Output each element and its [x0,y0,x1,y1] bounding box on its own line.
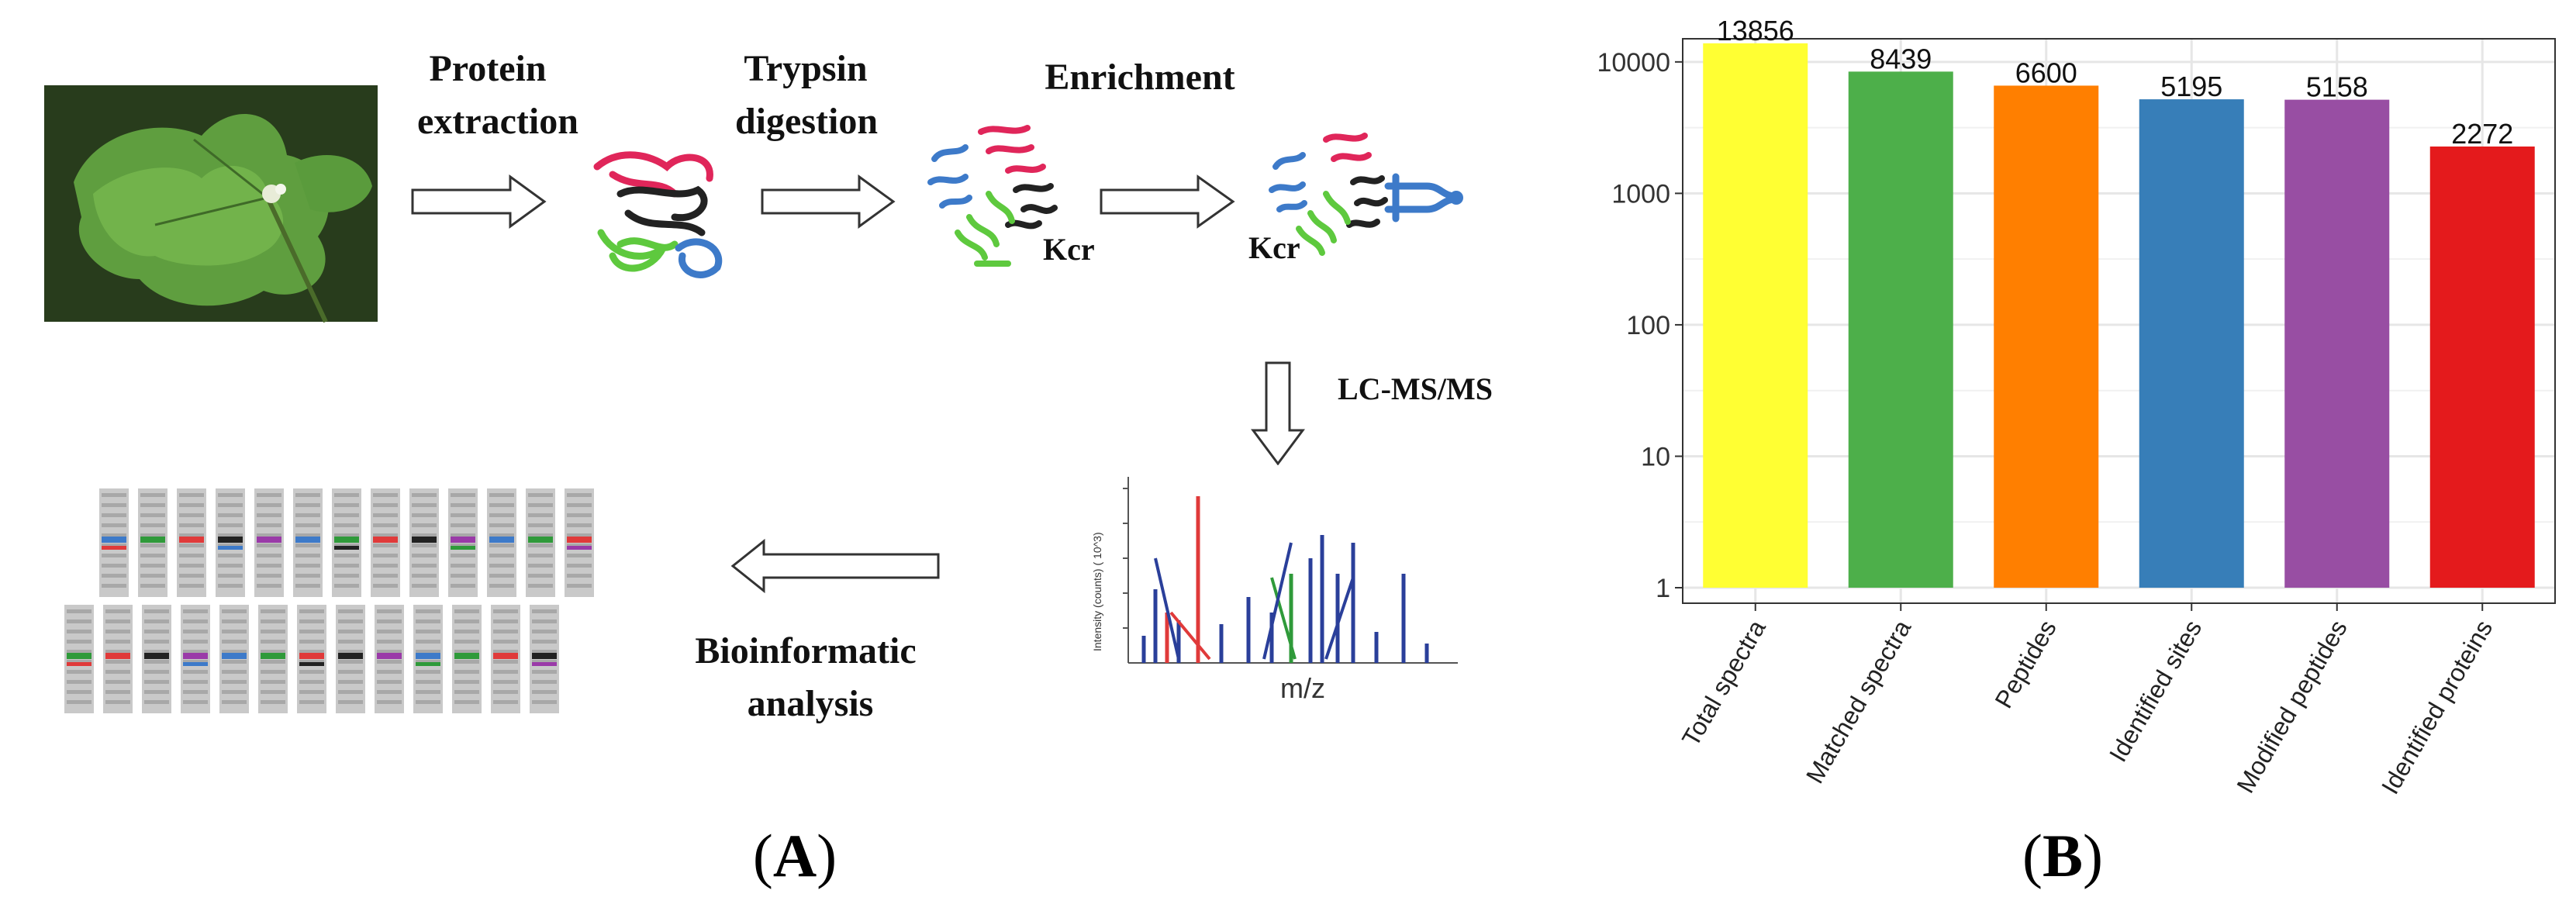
chart-gridlines [1683,39,2555,603]
x-tick-label: Identified proteins [2376,616,2498,799]
bar [2139,99,2244,588]
bar-value-label: 13856 [1717,15,1794,47]
motif-logo [452,605,482,713]
y-tick-label: 100 [1626,311,1670,340]
bar-value-label: 6600 [2015,57,2077,88]
motif-logo [332,488,361,597]
x-tick-label: Total spectra [1676,615,1771,751]
motif-logo [138,488,167,597]
step-bioinformatic: Bioinformatic analysis [695,630,925,724]
arrow-right-icon [761,174,896,229]
motif-logos [64,488,594,713]
motif-logo [181,605,210,713]
ms-ylabel: Intensity (counts) ( 10^3) [1091,532,1103,651]
motif-logo [491,605,520,713]
arrow-down-icon [1251,361,1305,466]
motif-logo [216,488,245,597]
motif-logo [409,488,439,597]
arrow-right-icon [1100,174,1235,229]
workflow-panel: Protein extraction Trypsin digestion [44,48,1493,889]
x-tick-label: Modified peptides [2231,616,2353,798]
panel-label-b: (B) [2022,822,2103,889]
bar [2429,146,2535,588]
bar [1703,43,1808,588]
motif-logo [375,605,404,713]
motif-logo [565,488,594,597]
ms-xlabel: m/z [1280,672,1325,704]
motif-logo [530,605,559,713]
motif-logo [258,605,288,713]
motif-logo [103,605,133,713]
antibody-icon [1384,173,1463,223]
motif-logo [99,488,129,597]
motif-logo [293,488,323,597]
y-tick-label: 1 [1656,574,1670,603]
y-tick-label: 1000 [1611,179,1670,209]
bar-value-label: 2272 [2451,118,2513,150]
protein-tangle-icon [593,151,723,278]
arrow-left-icon [730,538,940,594]
x-tick-label: Identified sites [2104,616,2207,767]
motif-logo [487,488,516,597]
enriched-peptides-icon [1269,133,1388,256]
chart-x-axis: Total spectra Matched spectra Peptides Iden… [1676,603,2498,799]
step-enrichment: Enrichment [1045,57,1234,98]
panel-label-a: (A) [753,822,837,889]
motif-logo [336,605,365,713]
bar-value-label: 5158 [2306,71,2368,103]
kcr-label-2: Kcr [1248,230,1300,265]
y-tick-label: 10000 [1597,48,1670,78]
motif-logo [371,488,400,597]
motif-logo [297,605,326,713]
motif-logo [64,605,94,713]
step-trypsin-digestion: Trypsin digestion [735,48,878,142]
ms-spectrum-plot: Intensity (counts) ( 10^3) m/z [1084,465,1472,704]
chart-bars: 13856 8439 6600 5195 5158 2272 [1703,15,2535,588]
leaf-photo [44,85,378,323]
motif-logo [413,605,443,713]
motif-logo [254,488,284,597]
chart-y-axis: 1 10 100 1000 10000 [1597,48,1683,603]
bar [2284,99,2390,588]
bar-value-label: 5195 [2160,71,2222,102]
kcr-label-1: Kcr [1043,232,1095,267]
motif-logo [177,488,206,597]
chart-plot-area [1682,38,2556,604]
step-protein-extraction: Protein extraction [417,48,578,142]
x-tick-label: Peptides [1989,616,2061,713]
motif-logo [219,605,249,713]
y-tick-label: 10 [1641,442,1670,471]
bar [1848,71,1953,588]
step-lcms: LC-MS/MS [1338,371,1493,406]
peptide-fragments-icon [927,125,1058,267]
motif-logo [448,488,478,597]
bar-chart-panel: 1 10 100 1000 10000 13856 8439 6600 5195 5158 227… [1597,15,2556,889]
bar [1994,85,2099,588]
motif-logo [526,488,555,597]
arrow-right-icon [411,174,547,229]
motif-logo [142,605,171,713]
bar-value-label: 8439 [1870,43,1932,74]
x-tick-label: Matched spectra [1801,615,1917,788]
